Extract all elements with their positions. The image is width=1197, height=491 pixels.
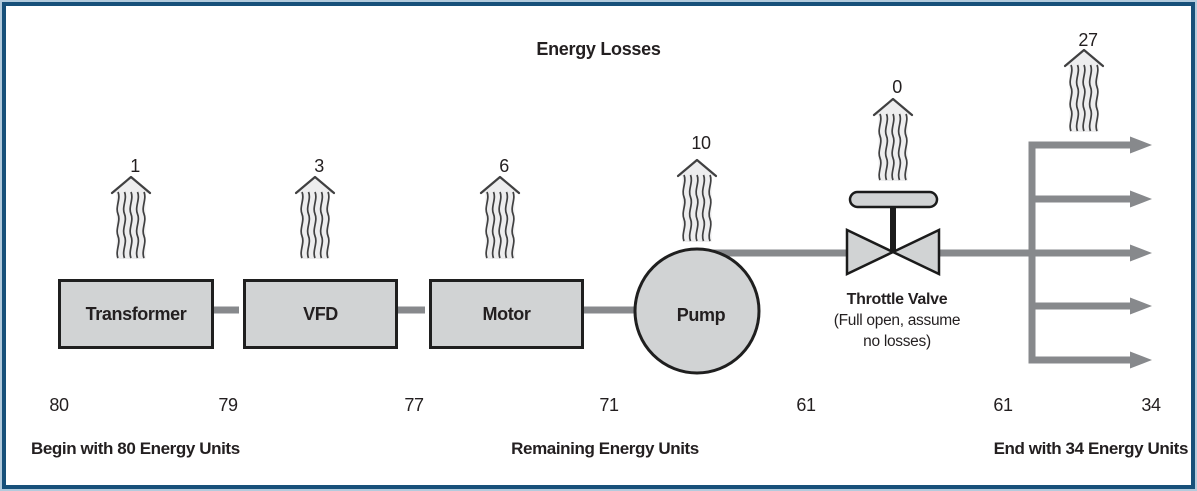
vfd-label: VFD [303, 303, 338, 324]
throttle-valve-note-line2: no losses) [863, 333, 931, 350]
valve-bowtie [845, 228, 896, 276]
heat-loss-icon [479, 175, 521, 261]
loss-value-pump: 10 [691, 133, 711, 153]
valve-handle [848, 190, 939, 209]
energy-value-start: 80 [49, 395, 69, 415]
motor-box: Motor [429, 279, 584, 349]
energy-value-after-transformer: 79 [218, 395, 238, 415]
remaining-caption: Remaining Energy Units [511, 439, 699, 458]
energy-value-after-valve: 61 [993, 395, 1013, 415]
heat-loss-icon [676, 158, 718, 244]
loss-value-distribution: 27 [1078, 30, 1098, 50]
energy-value-after-motor: 71 [599, 395, 619, 415]
loss-value-motor: 6 [499, 156, 509, 176]
throttle-valve-name: Throttle Valve [846, 291, 948, 308]
energy-value-after-vfd: 77 [404, 395, 424, 415]
valve-bowtie [890, 228, 941, 276]
outflow-arrows [1032, 136, 1152, 369]
heat-loss-icon [872, 97, 914, 183]
throttle-valve-symbol [845, 190, 941, 276]
loss-value-vfd: 3 [314, 156, 324, 176]
energy-value-end: 34 [1141, 395, 1161, 415]
heat-loss-icon [294, 175, 336, 261]
heat-loss-icon [110, 175, 152, 261]
pump-label: Pump [676, 305, 726, 325]
figure-title: Energy Losses [536, 39, 661, 59]
loss-value-throttle-valve: 0 [892, 77, 902, 97]
motor-label: Motor [482, 303, 531, 324]
energy-value-after-pump: 61 [796, 395, 816, 415]
heat-loss-icon [1063, 48, 1105, 134]
transformer-box: Transformer [58, 279, 214, 349]
end-caption: End with 34 Energy Units [993, 439, 1189, 458]
loss-value-transformer: 1 [130, 156, 140, 176]
throttle-valve-note-line1: (Full open, assume [833, 312, 961, 329]
pump-circle [633, 247, 761, 375]
piping-diagram [110, 48, 1152, 375]
transformer-label: Transformer [85, 303, 187, 324]
begin-caption: Begin with 80 Energy Units [31, 439, 240, 458]
throttle-valve-label: Throttle Valve (Full open, assume no los… [797, 289, 997, 352]
vfd-box: VFD [243, 279, 398, 349]
